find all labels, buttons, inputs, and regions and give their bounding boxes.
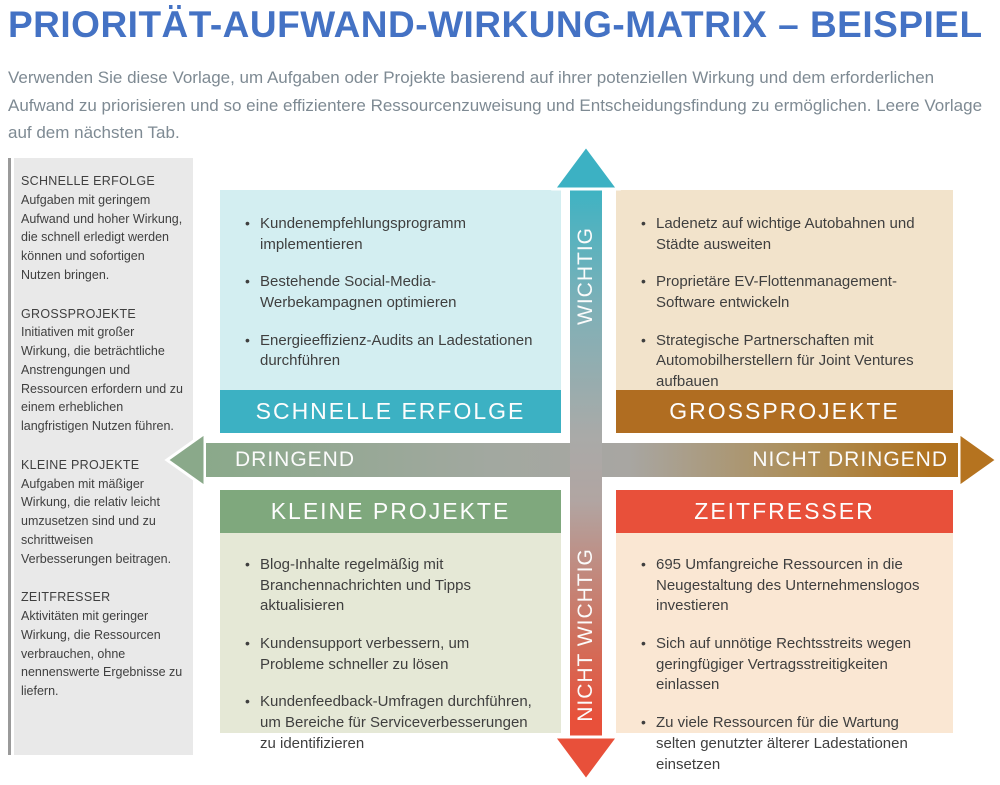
legend-item-major-projects: GROSSPROJEKTE Initiativen mit großer Wir… (21, 305, 185, 436)
legend-term: KLEINE PROJEKTE (21, 457, 140, 472)
not-urgent-axis-label: NICHT DRINGEND (752, 448, 948, 471)
quadrant-time-wasters: ZEITFRESSER 695 Umfangreiche Ressourcen … (616, 490, 953, 773)
urgent-axis-label: DRINGEND (235, 448, 356, 471)
importance-axis (570, 188, 602, 737)
small-projects-list: Blog-Inhalte regelmäßig mit Branchennach… (220, 533, 561, 782)
quick-wins-header: SCHNELLE ERFOLGE (220, 390, 561, 433)
up-arrowhead-icon (551, 143, 621, 191)
legend-item-small-projects: KLEINE PROJEKTE Aufgaben mit mäßiger Wir… (21, 456, 185, 569)
quadrant-small-projects: KLEINE PROJEKTE Blog-Inhalte regelmäßig … (220, 490, 561, 752)
bullet-item: Zu viele Ressourcen für die Wartung selt… (641, 713, 929, 775)
page-title: PRIORITÄT-AUFWAND-WIRKUNG-MATRIX – BEISP… (8, 4, 983, 45)
time-wasters-list: 695 Umfangreiche Ressourcen in die Neuge… (616, 533, 953, 785)
bullet-item: 695 Umfangreiche Ressourcen in die Neuge… (641, 555, 929, 617)
important-axis-text: WICHTIG (574, 226, 598, 325)
bullet-item: Sich auf unnötige Rechtsstreits wegen ge… (641, 634, 929, 696)
legend-description: Aktivitäten mit geringer Wirkung, die Re… (21, 609, 183, 698)
bullet-item: Energieeffizienz-Audits an Ladestationen… (245, 331, 537, 372)
bullet-item: Kundensupport verbessern, um Probleme sc… (245, 634, 537, 675)
legend-description: Initiativen mit großer Wirkung, die betr… (21, 325, 183, 433)
bullet-item: Blog-Inhalte regelmäßig mit Branchennach… (245, 555, 537, 617)
legend-item-quick-wins: SCHNELLE ERFOLGE Aufgaben mit geringem A… (21, 172, 185, 285)
major-projects-header: GROSSPROJEKTE (616, 390, 953, 433)
bullet-item: Kundenempfehlungsprogramm implementieren (245, 214, 537, 255)
legend-description: Aufgaben mit mäßiger Wirkung, die relati… (21, 476, 172, 566)
legend-term: GROSSPROJEKTE (21, 306, 137, 321)
bullet-item: Strategische Partnerschaften mit Automob… (641, 331, 929, 393)
quadrant-quick-wins: Kundenempfehlungsprogramm implementieren… (220, 190, 561, 433)
small-projects-header: KLEINE PROJEKTE (220, 490, 561, 533)
legend-sidebar: SCHNELLE ERFOLGE Aufgaben mit geringem A… (14, 158, 193, 755)
not-important-axis-text: NICHT WICHTIG (574, 548, 598, 722)
bullet-item: Kundenfeedback-Umfragen durchführen, um … (245, 692, 537, 754)
bullet-item: Bestehende Social-Media-Werbekampagnen o… (245, 272, 537, 313)
quadrant-major-projects: Ladenetz auf wichtige Autobahnen und Stä… (616, 190, 953, 433)
major-projects-list: Ladenetz auf wichtige Autobahnen und Stä… (616, 190, 953, 420)
legend-term: SCHNELLE ERFOLGE (21, 174, 156, 188)
important-axis-label: WICHTIG (570, 188, 602, 363)
down-arrowhead-icon (551, 735, 621, 783)
page-description: Verwenden Sie diese Vorlage, um Aufgaben… (8, 68, 983, 143)
legend-item-time-wasters: ZEITFRESSER Aktivitäten mit geringer Wir… (21, 588, 185, 701)
right-arrowhead-icon (958, 430, 1000, 490)
bullet-item: Ladenetz auf wichtige Autobahnen und Stä… (641, 214, 929, 255)
legend-term: ZEITFRESSER (21, 590, 111, 605)
quick-wins-list: Kundenempfehlungsprogramm implementieren… (220, 190, 561, 399)
sidebar-left-rule (8, 158, 11, 755)
legend-description: Aufgaben mit geringem Aufwand und hoher … (21, 192, 183, 282)
time-wasters-header: ZEITFRESSER (616, 490, 953, 533)
not-important-axis-label: NICHT WICHTIG (570, 520, 602, 750)
bullet-item: Proprietäre EV-Flottenmanagement-Softwar… (641, 272, 929, 313)
left-arrowhead-icon (164, 430, 206, 490)
